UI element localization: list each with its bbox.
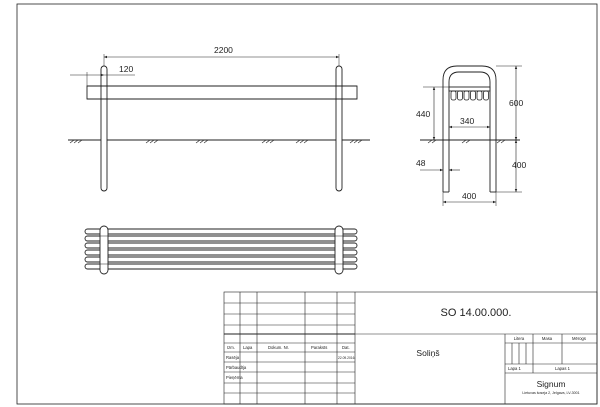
side-frame-outer bbox=[442, 65, 497, 192]
tb-litera-label: Litera bbox=[514, 336, 525, 341]
tb-header-date: Dat. bbox=[342, 345, 350, 350]
tb-sheets-label: Lapas 1 bbox=[555, 366, 571, 371]
dim-600-label: 600 bbox=[509, 98, 523, 108]
top-view bbox=[84, 225, 358, 275]
dim-400-vertical-label: 400 bbox=[512, 160, 526, 170]
tb-header-change: Izm. bbox=[227, 345, 235, 350]
tb-role-drafted: Rasēja bbox=[226, 355, 240, 360]
front-view bbox=[68, 54, 370, 192]
dim-440-label: 440 bbox=[416, 109, 430, 119]
company-address: Lietuvas šoseja 2, Jelgava, LV-3001 bbox=[522, 391, 579, 395]
tb-role-checked: Pārbaudīja bbox=[226, 365, 247, 370]
front-left-post bbox=[100, 65, 108, 192]
tb-header-signature: Paraksts bbox=[311, 345, 327, 350]
front-right-post bbox=[335, 65, 343, 192]
tb-header-document: Dokum. Nr. bbox=[268, 345, 289, 350]
tb-header-sheet: Lapa bbox=[243, 345, 253, 350]
company-name: Signum bbox=[537, 379, 566, 389]
drawing-number: SO 14.00.000. bbox=[441, 307, 512, 319]
front-seat-board bbox=[86, 85, 358, 100]
tb-date-value: 22.09.2016. bbox=[338, 356, 356, 360]
side-slat-sections bbox=[450, 90, 489, 101]
dim-120-label: 120 bbox=[119, 64, 133, 74]
top-left-post bbox=[99, 225, 109, 275]
side-frame-inner bbox=[448, 71, 491, 192]
tb-scale-label: Mērogs bbox=[572, 336, 586, 341]
side-seat-bar bbox=[448, 86, 491, 92]
top-view-slats bbox=[84, 228, 358, 270]
front-ground-hatching bbox=[69, 139, 363, 144]
dim-2200-label: 2200 bbox=[214, 45, 233, 55]
top-right-post bbox=[334, 225, 344, 275]
tb-mass-label: Masa bbox=[542, 336, 553, 341]
dim-48-label: 48 bbox=[416, 158, 426, 168]
tb-sheet-label: Lapa 1 bbox=[508, 366, 521, 371]
side-view bbox=[420, 65, 522, 206]
dim-400-horizontal-label: 400 bbox=[462, 191, 476, 201]
drawing-name: Soliņš bbox=[416, 348, 439, 358]
dim-340-label: 340 bbox=[460, 116, 474, 126]
title-block bbox=[223, 291, 598, 405]
tb-role-approved: Pieņēma bbox=[226, 375, 243, 380]
